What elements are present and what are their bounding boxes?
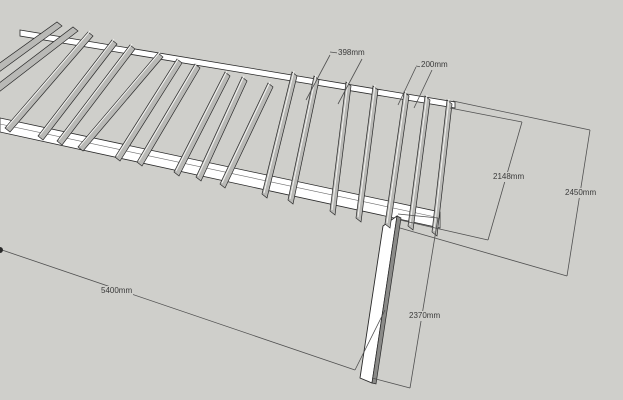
overall-depth-label: 2450mm — [564, 188, 598, 198]
beam-depth-label: 2148mm — [492, 172, 526, 182]
post-height-label: 2370mm — [408, 311, 442, 321]
rafter-highlights — [6, 30, 450, 232]
dimension-lines — [1, 51, 591, 389]
origin-marker — [0, 247, 3, 253]
overall-length-label: 5400mm — [100, 286, 134, 296]
rafter-overhang-label: 200mm — [420, 60, 449, 70]
rafter-spacing-label: 398mm — [337, 48, 366, 58]
